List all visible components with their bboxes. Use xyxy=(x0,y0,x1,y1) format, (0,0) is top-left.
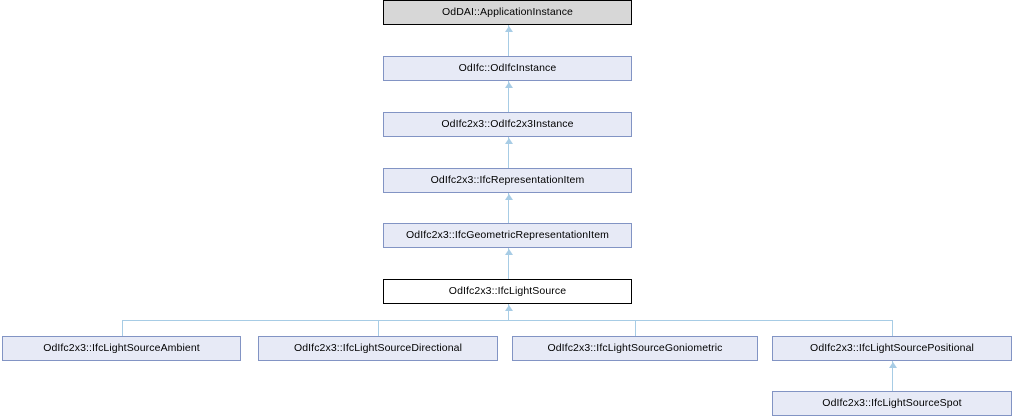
node-odifc2x3-ifclightsourcespot[interactable]: OdIfc2x3::IfcLightSourceSpot xyxy=(772,391,1012,416)
node-odifc2x3-ifclightsourcedirectional[interactable]: OdIfc2x3::IfcLightSourceDirectional xyxy=(258,336,498,361)
inheritance-bus xyxy=(122,320,892,321)
node-label: OdIfc2x3::IfcLightSourceGoniometric xyxy=(547,342,723,355)
node-odifc2x3-ifcgeometricrepresentationitem[interactable]: OdIfc2x3::IfcGeometricRepresentationItem xyxy=(383,223,632,248)
node-label: OdIfc2x3::IfcLightSourcePositional xyxy=(810,342,974,355)
inheritance-connector xyxy=(892,320,893,336)
inheritance-arrowhead-icon xyxy=(504,82,513,88)
inheritance-connector xyxy=(378,320,379,336)
inheritance-arrowhead-icon xyxy=(504,249,513,255)
inheritance-connector xyxy=(508,193,509,223)
inheritance-connector xyxy=(635,320,636,336)
node-odifc2x3-odifc2x3instance[interactable]: OdIfc2x3::OdIfc2x3Instance xyxy=(383,112,632,137)
node-label: OdIfc2x3::IfcLightSourceDirectional xyxy=(293,342,463,355)
inheritance-connector xyxy=(508,248,509,279)
node-odifc-odifcinstance[interactable]: OdIfc::OdIfcInstance xyxy=(383,56,632,81)
node-label: OdIfc2x3::IfcLightSource xyxy=(448,285,567,298)
inheritance-connector xyxy=(508,304,509,320)
node-label: OdIfc2x3::IfcGeometricRepresentationItem xyxy=(405,229,609,242)
node-label: OdIfc2x3::IfcLightSourceSpot xyxy=(822,397,962,410)
inheritance-arrowhead-icon xyxy=(504,194,513,200)
node-label: OdIfc2x3::IfcLightSourceAmbient xyxy=(43,342,200,355)
node-oddai-applicationinstance[interactable]: OdDAI::ApplicationInstance xyxy=(383,0,632,25)
node-odifc2x3-ifclightsourcepositional[interactable]: OdIfc2x3::IfcLightSourcePositional xyxy=(772,336,1012,361)
inheritance-arrowhead-icon xyxy=(504,138,513,144)
node-odifc2x3-ifcrepresentationitem[interactable]: OdIfc2x3::IfcRepresentationItem xyxy=(383,168,632,193)
node-odifc2x3-ifclightsource[interactable]: OdIfc2x3::IfcLightSource xyxy=(383,279,632,304)
inheritance-connector xyxy=(508,25,509,56)
node-label: OdIfc2x3::OdIfc2x3Instance xyxy=(441,118,574,131)
inheritance-connector xyxy=(508,81,509,112)
inheritance-connector xyxy=(892,361,893,391)
node-label: OdDAI::ApplicationInstance xyxy=(441,6,573,19)
node-label: OdIfc2x3::IfcRepresentationItem xyxy=(430,174,585,187)
inheritance-connector xyxy=(122,320,123,336)
inheritance-arrowhead-icon xyxy=(504,305,513,311)
node-odifc2x3-ifclightsourcegoniometric[interactable]: OdIfc2x3::IfcLightSourceGoniometric xyxy=(512,336,758,361)
inheritance-connector xyxy=(508,137,509,168)
inheritance-arrowhead-icon xyxy=(504,26,513,32)
node-odifc2x3-ifclightsourceambient[interactable]: OdIfc2x3::IfcLightSourceAmbient xyxy=(2,336,241,361)
node-label: OdIfc::OdIfcInstance xyxy=(458,62,557,75)
inheritance-arrowhead-icon xyxy=(888,362,897,368)
